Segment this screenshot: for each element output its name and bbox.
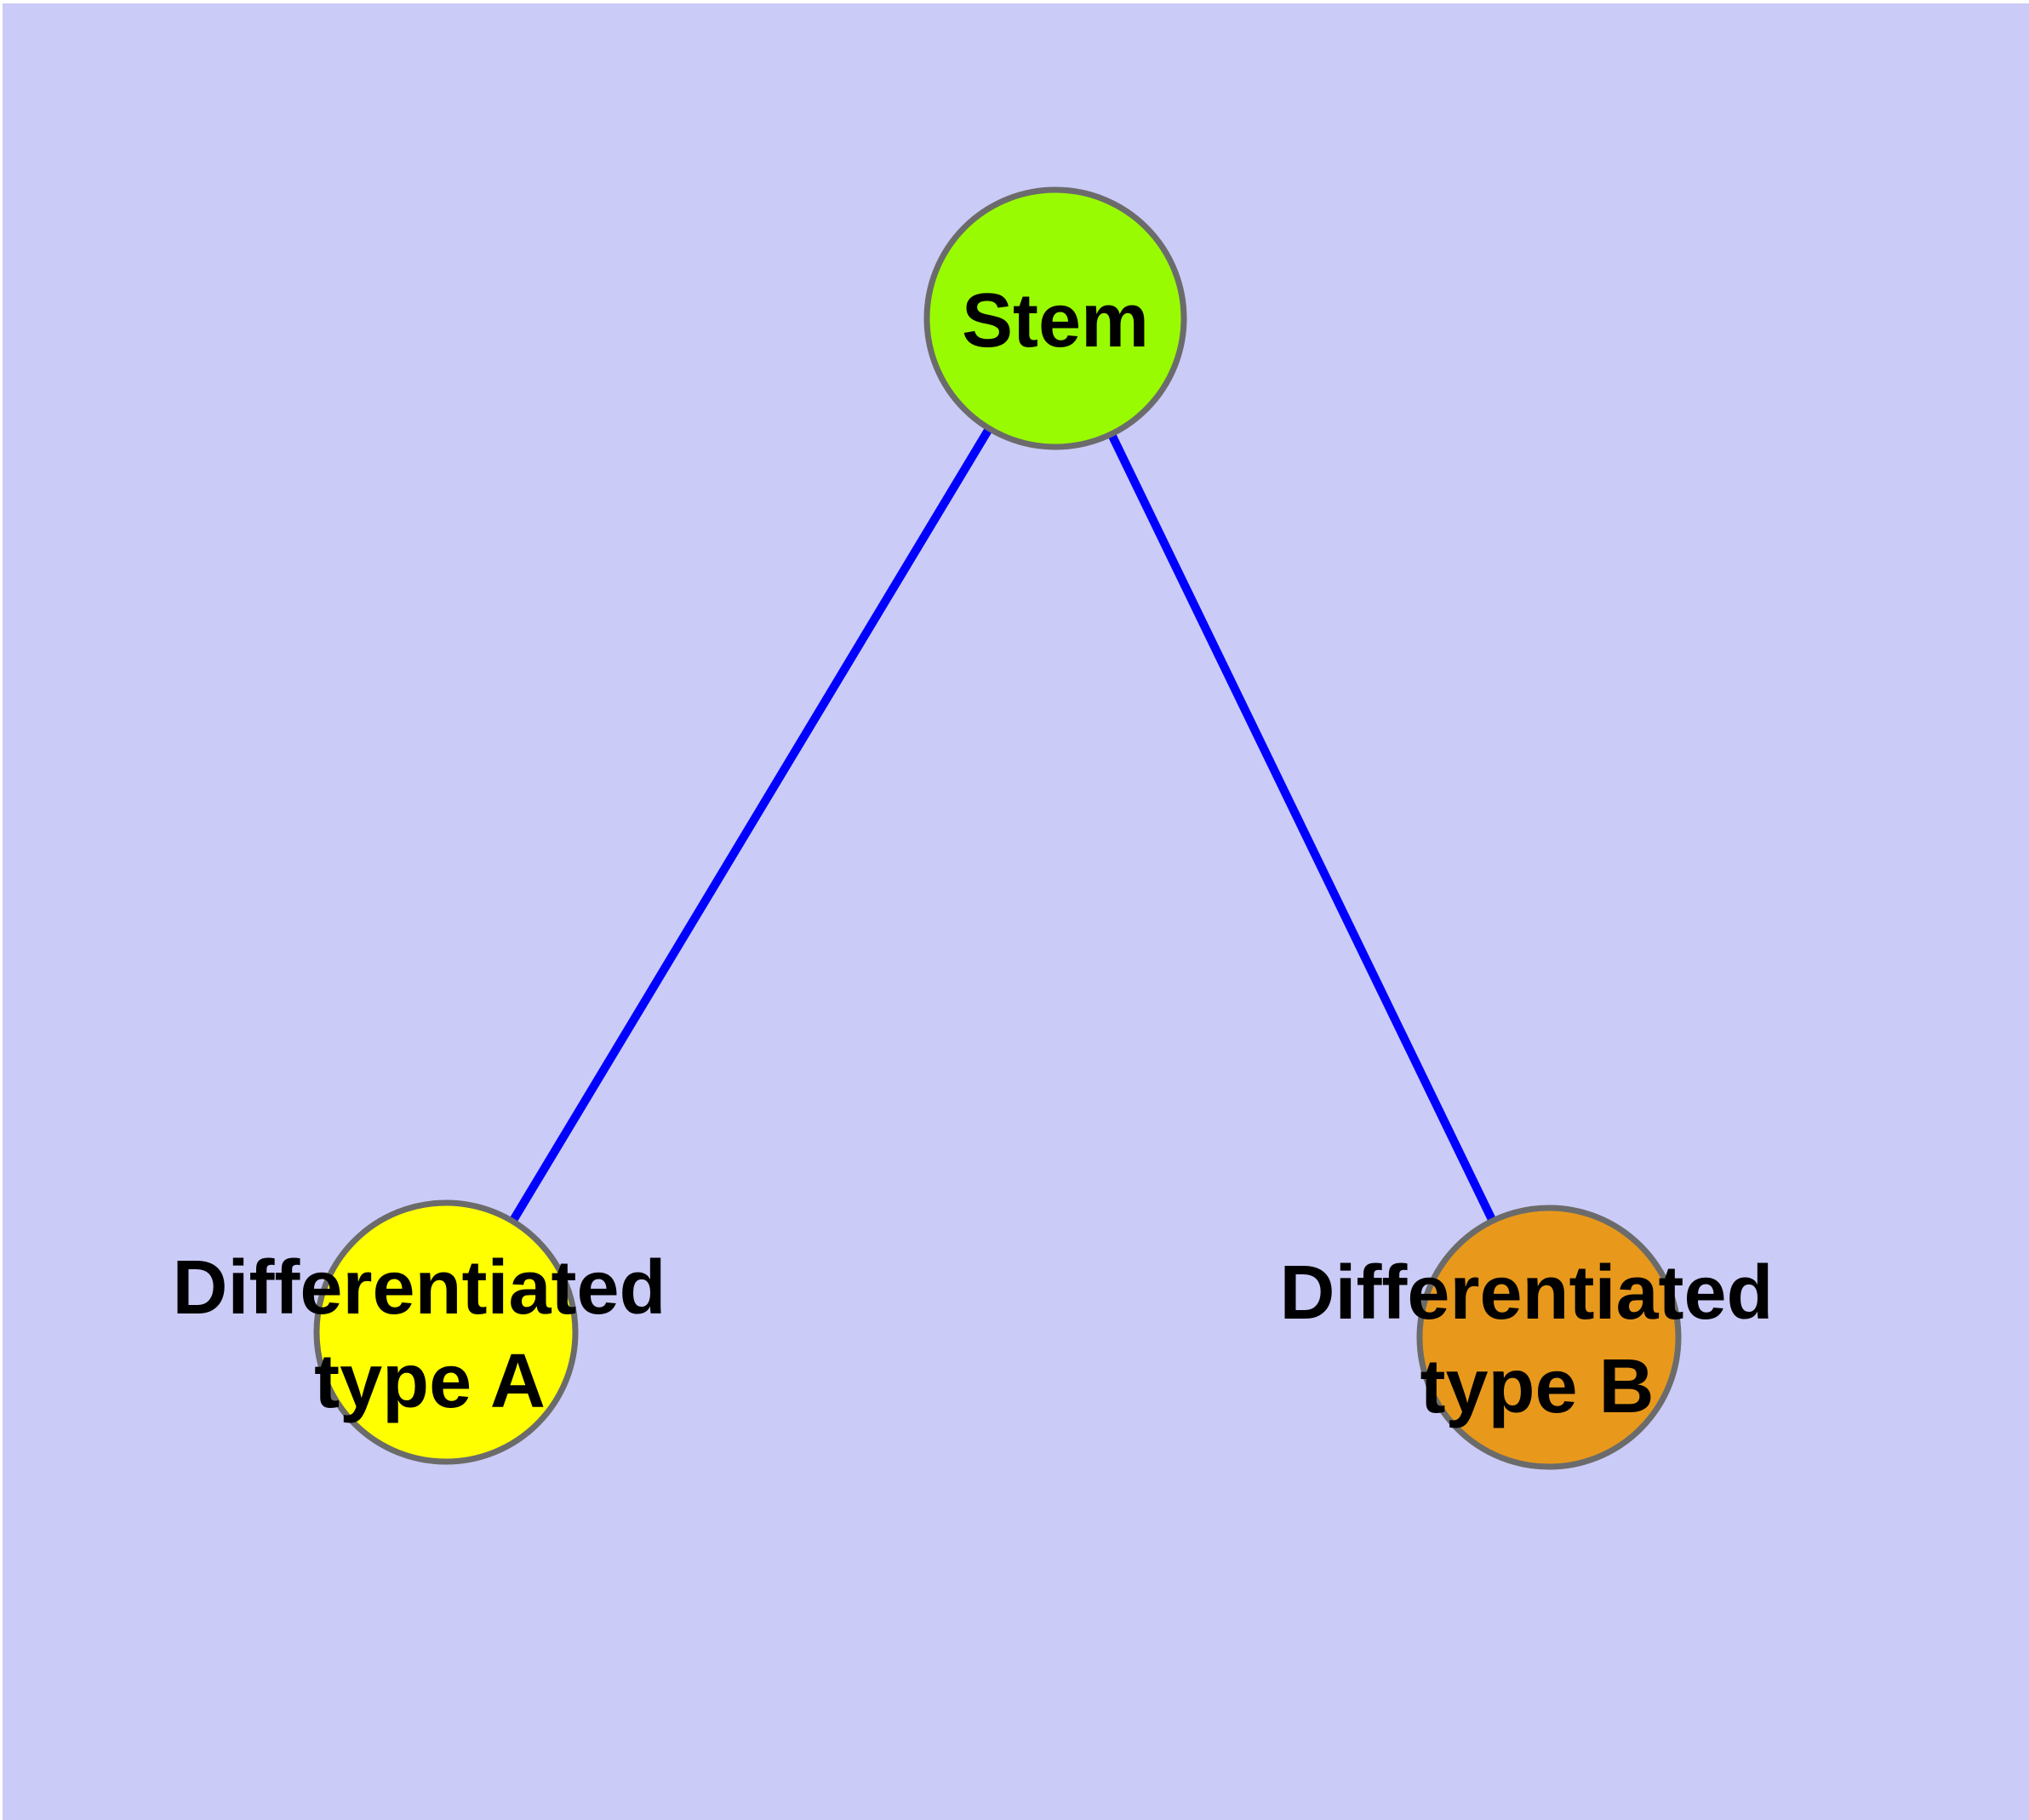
node-type-a-label: Differentiated type A xyxy=(172,1245,687,1424)
node-type-b-label-line1: Differentiated xyxy=(1279,1251,1773,1336)
node-type-b-label: Differentiated type B xyxy=(1279,1251,1794,1429)
node-type-a-label-line2: type A xyxy=(314,1339,546,1424)
node-stem-label: Stem xyxy=(962,278,1149,363)
edges xyxy=(442,316,1553,1340)
edge-stem-to-type-b xyxy=(1051,316,1553,1340)
node-type-a-label-line1: Differentiated xyxy=(172,1245,666,1331)
node-type-b-circle xyxy=(1416,1205,1682,1470)
node-stem-circle xyxy=(923,186,1187,450)
node-differentiated-type-b: Differentiated type B xyxy=(1279,1205,1794,1470)
node-type-b-label-line2: type B xyxy=(1420,1344,1654,1429)
node-stem: Stem xyxy=(923,186,1187,450)
node-differentiated-type-a: Differentiated type A xyxy=(172,1199,687,1465)
edge-stem-to-type-a xyxy=(442,316,1060,1335)
node-type-a-circle xyxy=(313,1199,579,1465)
